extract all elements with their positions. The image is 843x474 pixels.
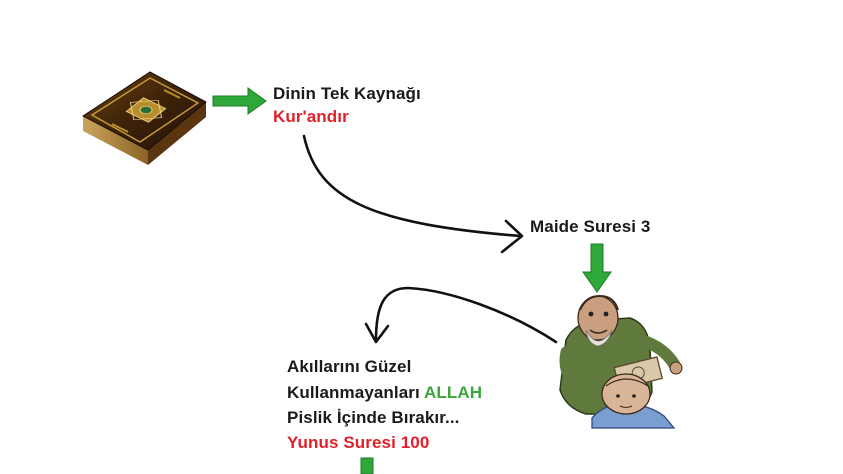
maide-label: Maide Suresi 3 — [530, 217, 651, 236]
quote-line-3: Pislik İçinde Bırakır... — [287, 408, 460, 427]
curve-arrow-to-maide — [302, 134, 522, 238]
green-arrow-down-bottom — [360, 457, 374, 474]
quote-line-2-text: Kullanmayanları — [287, 383, 425, 402]
curve-arrow-to-quote — [374, 286, 558, 344]
quote-reference: Yunus Suresi 100 — [287, 433, 430, 452]
quote-line-2: Kullanmayanları ALLAH — [287, 380, 482, 406]
source-title: Dinin Tek Kaynağı — [273, 84, 421, 103]
allah-highlight: ALLAH — [424, 383, 483, 402]
source-name: Kur'andır — [273, 107, 349, 126]
green-arrow-right — [212, 87, 267, 115]
quote-line-1: Akıllarını Güzel — [287, 357, 412, 376]
green-arrow-down-maide — [582, 243, 612, 293]
